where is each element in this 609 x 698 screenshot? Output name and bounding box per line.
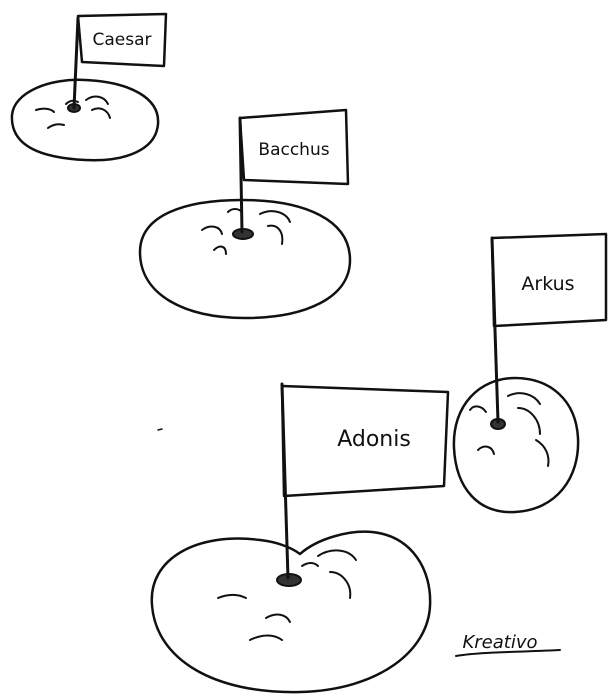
blob-caesar: Caesar xyxy=(10,12,168,162)
blob-adonis: Adonis xyxy=(150,382,450,694)
blob-adonis-body xyxy=(150,530,432,694)
blob-arkus: Arkus xyxy=(452,232,608,514)
blob-caesar-flagpole xyxy=(72,16,80,110)
blob-caesar-flag xyxy=(76,12,168,68)
blob-adonis-flag-label: Adonis xyxy=(337,427,411,452)
blob-adonis-flag xyxy=(280,384,450,498)
blob-caesar-flag-label: Caesar xyxy=(92,30,151,50)
signature: Kreativo xyxy=(455,632,561,657)
blob-bacchus-body xyxy=(138,198,352,320)
blob-caesar-dimple xyxy=(35,107,55,113)
blob-caesar-body xyxy=(10,78,160,162)
stray-mark xyxy=(157,428,163,431)
blob-arkus-body xyxy=(452,376,580,514)
blob-arkus-flag xyxy=(490,232,608,328)
blob-arkus-flag-label: Arkus xyxy=(521,273,574,295)
signature-underline xyxy=(455,649,561,657)
blob-bacchus: Bacchus xyxy=(138,108,352,320)
blob-bacchus-flag-label: Bacchus xyxy=(258,140,329,160)
signature-text: Kreativo xyxy=(462,632,537,653)
blob-bacchus-flag xyxy=(238,108,350,186)
